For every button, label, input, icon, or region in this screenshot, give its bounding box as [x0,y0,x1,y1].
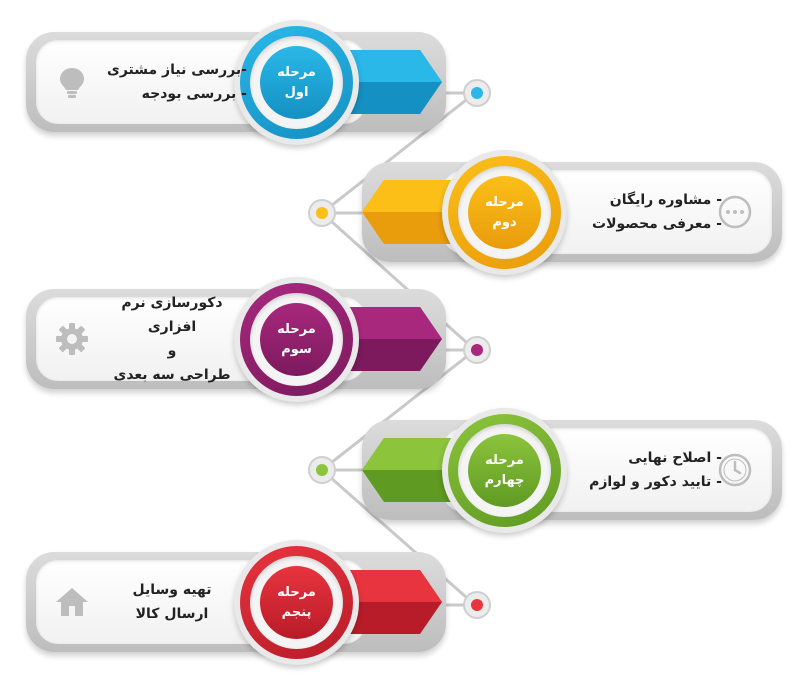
step-arrow [332,570,442,634]
badge-number: دوم [492,214,517,230]
step-badge-ring: مرحله اول [234,20,359,145]
step-line: و [167,343,177,359]
badge-number: پنجم [281,604,312,620]
home-icon [56,588,88,616]
step-badge-ring: مرحله سوم [234,277,359,402]
step-arrow [332,307,442,371]
step-line: - تایید دکور و لوازم [589,474,722,490]
node-dot-1 [463,79,491,107]
step-4: مرحله چهارم - اصلاح نهایی - تایید دکور و… [362,408,792,533]
step-line: تهیه وسایل [132,582,212,598]
step-badge: مرحله دوم [468,176,541,249]
step-1: مرحله اول -بررسی نیاز مشتری - بررسی بودج… [12,20,446,145]
lightbulb-icon [60,68,84,98]
step-badge-ring: مرحله چهارم [442,408,567,533]
step-line: ارسال کالا [135,606,209,622]
step-text: دکورسازی نرم افزاری و طراحی سه بعدی [97,289,247,389]
step-text: - اصلاح نهایی - تایید دکور و لوازم [562,420,722,520]
step-text: -بررسی نیاز مشتری - بررسی بودجه [97,32,247,132]
step-line: - اصلاح نهایی [628,450,722,466]
badge-title: مرحله [485,194,524,210]
badge-title: مرحله [485,452,524,468]
step-line: طراحی سه بعدی [113,367,231,383]
step-badge-ring: مرحله دوم [442,150,567,275]
step-badge: مرحله سوم [260,303,333,376]
step-line: - معرفی محصولات [592,216,722,232]
step-line: - مشاوره رایگان [609,192,722,208]
step-line: -بررسی نیاز مشتری [107,62,247,78]
clock-icon [718,453,752,487]
node-dot-4 [308,456,336,484]
step-line: - بررسی بودجه [141,86,247,102]
node-dot-2 [308,199,336,227]
chat-bubble-icon [718,195,752,229]
node-dot-5 [463,591,491,619]
step-arrow [332,50,442,114]
node-dot-3 [463,336,491,364]
step-5: مرحله پنجم تهیه وسایل ارسال کالا [12,540,446,665]
gear-icon [56,323,88,355]
badge-title: مرحله [277,64,316,80]
badge-number: سوم [281,341,312,357]
badge-number: چهارم [484,472,525,488]
step-text: تهیه وسایل ارسال کالا [97,552,247,652]
step-text: - مشاوره رایگان - معرفی محصولات [562,162,722,262]
step-badge: مرحله پنجم [260,566,333,639]
badge-title: مرحله [277,321,316,337]
step-3: مرحله سوم دکورسازی نرم افزاری و طراحی سه… [12,277,446,402]
step-line: دکورسازی نرم افزاری [121,295,223,335]
step-badge-ring: مرحله پنجم [234,540,359,665]
step-badge: مرحله اول [260,46,333,119]
step-badge: مرحله چهارم [468,434,541,507]
badge-title: مرحله [277,584,316,600]
badge-number: اول [284,84,309,100]
step-2: مرحله دوم - مشاوره رایگان - معرفی محصولا… [362,150,792,275]
